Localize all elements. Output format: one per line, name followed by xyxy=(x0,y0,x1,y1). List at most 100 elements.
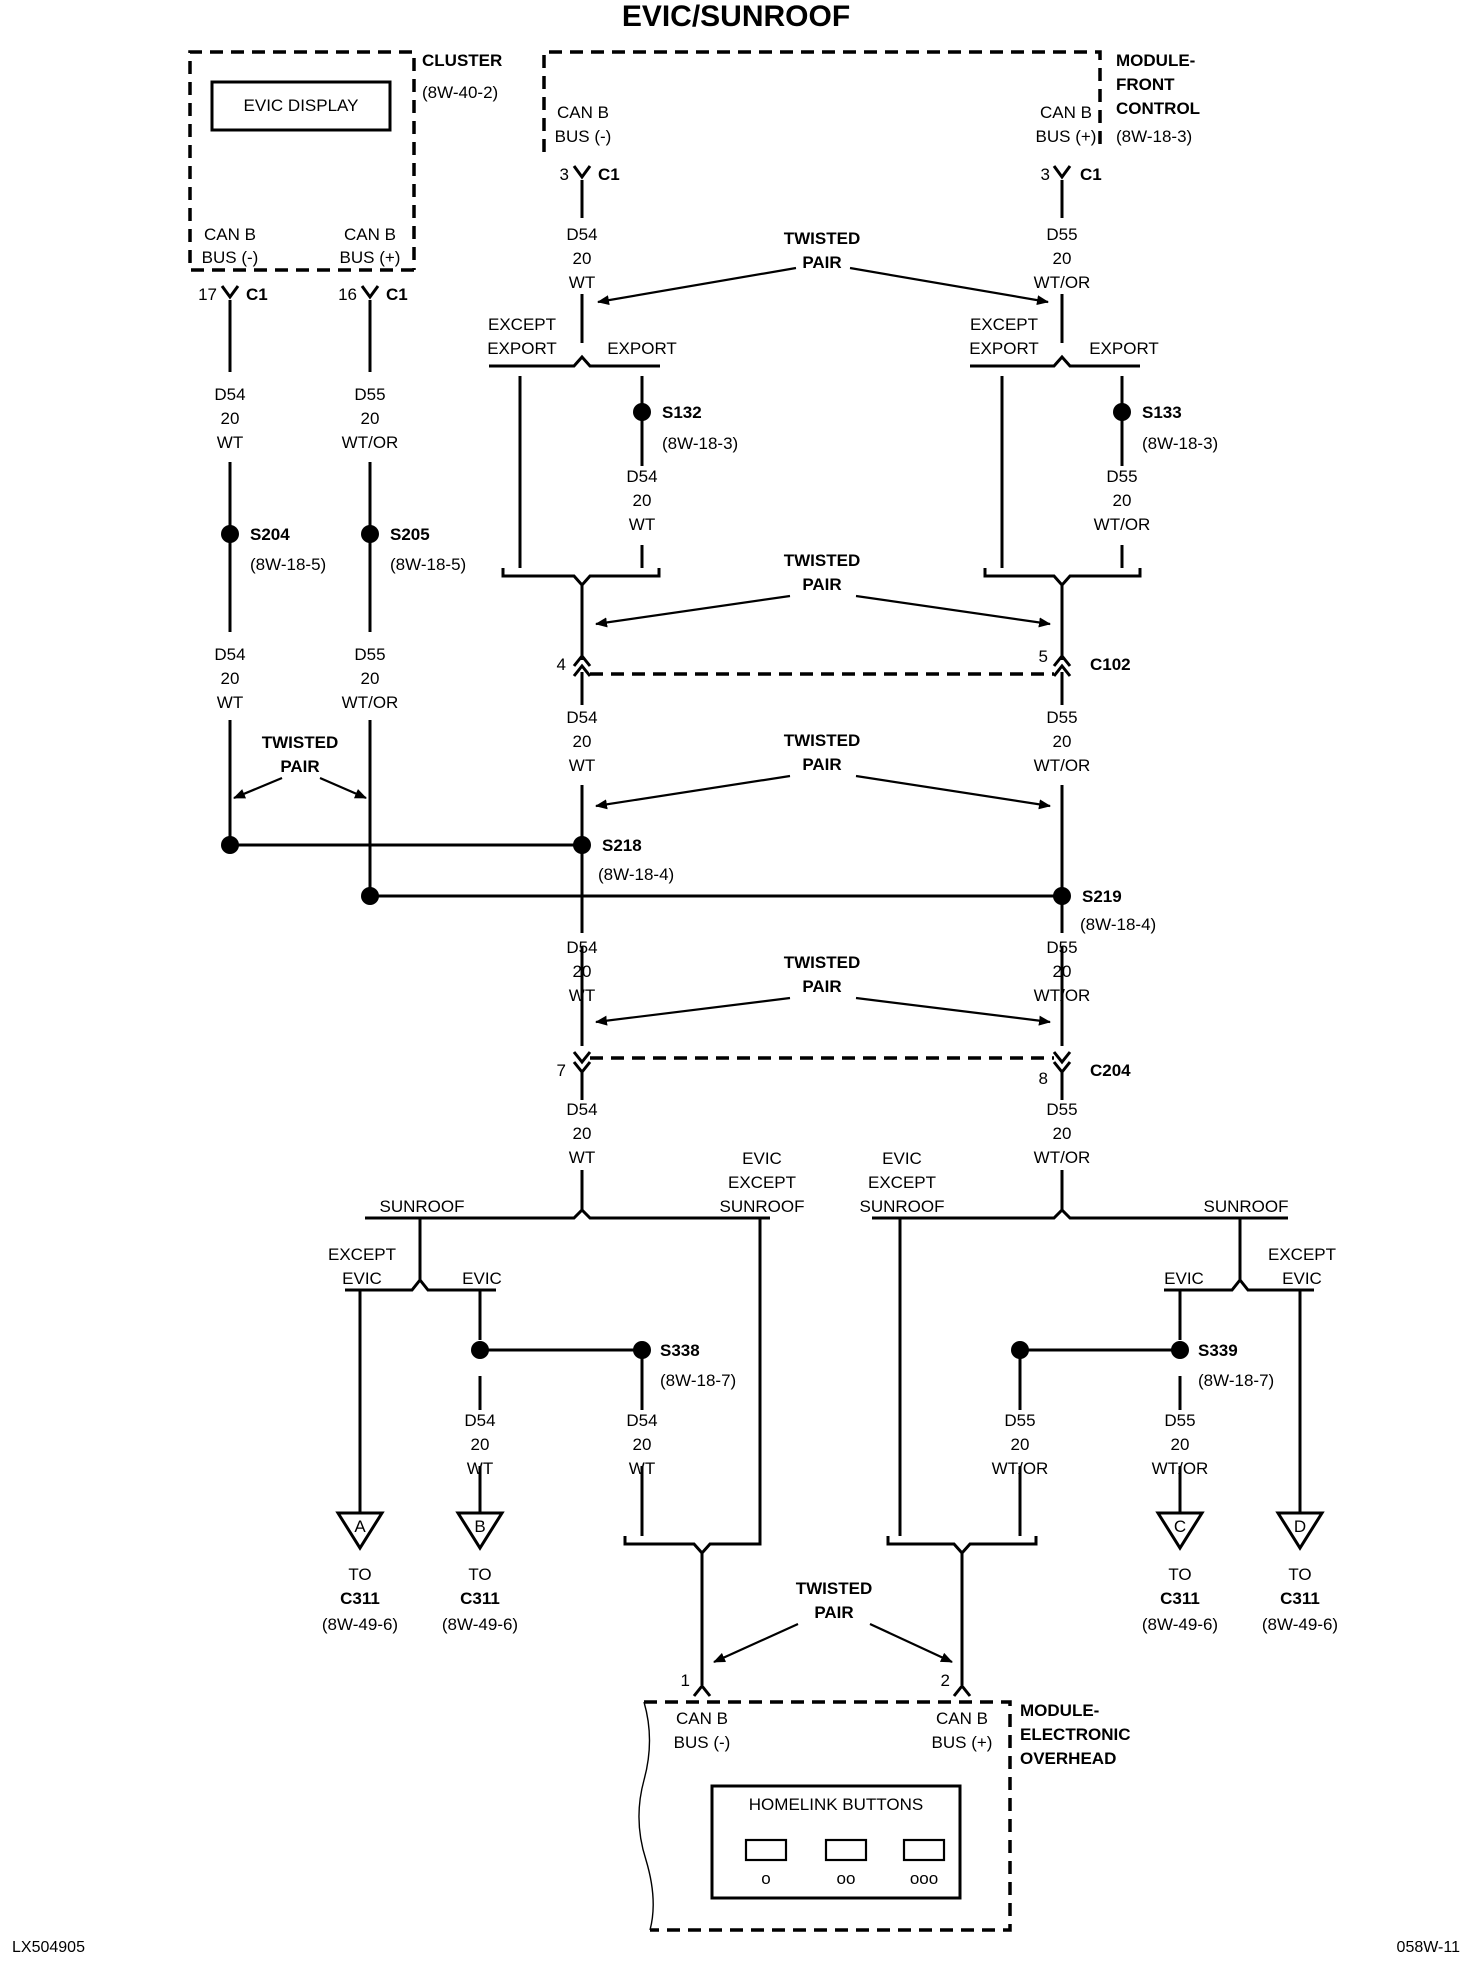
wire-label-circuit: D55 xyxy=(1164,1411,1195,1430)
offpage-to: TO xyxy=(1288,1565,1311,1584)
offpage-triangle xyxy=(455,1511,505,1551)
overhead-pin-pos-line1: CAN B xyxy=(936,1709,988,1728)
homelink-button-2-face xyxy=(824,1838,868,1862)
wire-label-color: WT/OR xyxy=(342,693,399,712)
c204-label: C204 xyxy=(1090,1061,1131,1080)
twisted-pair-label-2: PAIR xyxy=(802,755,841,774)
s204-ref: (8W-18-5) xyxy=(250,555,326,574)
offpage-a[interactable]: A TO C311 (8W-49-6) xyxy=(322,1511,398,1634)
splice-s133-dot xyxy=(1113,403,1131,421)
overhead-name-2: ELECTRONIC xyxy=(1020,1725,1131,1744)
evic-label: EVIC xyxy=(1164,1269,1204,1288)
wire-label-gauge: 20 xyxy=(573,249,592,268)
except-export-label-1: EXCEPT xyxy=(488,315,556,334)
c102-label: C102 xyxy=(1090,655,1131,674)
wire-label-color: WT xyxy=(467,1459,493,1478)
twisted-pair-label-1: TWISTED xyxy=(262,733,339,752)
twisted-pair-label-1: TWISTED xyxy=(784,229,861,248)
cluster-pin-neg-line1: CAN B xyxy=(204,225,256,244)
front-pin-pos-line1: CAN B xyxy=(1040,103,1092,122)
cluster-pin-neg-line2: BUS (-) xyxy=(202,248,259,267)
homelink-button-2[interactable]: oo xyxy=(824,1838,868,1888)
s132-label: S132 xyxy=(662,403,702,422)
splice-s338-dot xyxy=(633,1341,651,1359)
evic-except-sunroof-1: EVIC xyxy=(882,1149,922,1168)
except-export-label-1: EXCEPT xyxy=(970,315,1038,334)
offpage-connectors: A TO C311 (8W-49-6) B TO C311 (8W-49-6) … xyxy=(322,1511,1338,1634)
cluster-ref: (8W-40-2) xyxy=(422,83,498,102)
cluster-pin-pos-line2: BUS (+) xyxy=(340,248,401,267)
overhead-module: CAN B BUS (-) CAN B BUS (+) 1 2 MODULE- … xyxy=(638,1671,1131,1932)
front-pin-pos-line2: BUS (+) xyxy=(1036,127,1097,146)
homelink-button-3-face xyxy=(902,1838,946,1862)
offpage-conn: C311 xyxy=(1160,1589,1200,1608)
sunroof-label: SUNROOF xyxy=(380,1197,465,1216)
s132-ref: (8W-18-3) xyxy=(662,434,738,453)
twisted-pair-label-1: TWISTED xyxy=(784,953,861,972)
offpage-triangle xyxy=(335,1511,385,1551)
s204-label: S204 xyxy=(250,525,290,544)
offpage-to: TO xyxy=(468,1565,491,1584)
footer-left-code: LX504905 xyxy=(12,1939,85,1956)
offpage-b[interactable]: B TO C311 (8W-49-6) xyxy=(442,1511,518,1634)
wire-label-gauge: 20 xyxy=(221,409,240,428)
twisted-pair-label-2: PAIR xyxy=(814,1603,853,1622)
except-evic-label-2: EVIC xyxy=(342,1269,382,1288)
offpage-to: TO xyxy=(1168,1565,1191,1584)
except-evic-label-1: EXCEPT xyxy=(328,1245,396,1264)
cluster-pin-pos-line1: CAN B xyxy=(344,225,396,244)
wire-label-color: WT/OR xyxy=(1152,1459,1209,1478)
wire-label-gauge: 20 xyxy=(221,669,240,688)
overhead-box-cut-edge xyxy=(638,1701,654,1931)
c102-pin-left: 4 xyxy=(557,655,566,674)
front-conn-c1-right: C1 xyxy=(1080,165,1102,184)
splice-s205-dot xyxy=(361,525,379,543)
evic-display-box xyxy=(210,80,392,132)
wire-label-gauge: 20 xyxy=(573,732,592,751)
splice-evic-right-dot xyxy=(1011,1341,1029,1359)
offpage-to: TO xyxy=(348,1565,371,1584)
twisted-pair-label-2: PAIR xyxy=(802,253,841,272)
except-evic-label-2: EVIC xyxy=(1282,1269,1322,1288)
cluster-pin-16: 16 xyxy=(338,285,357,304)
front-control-name-2: FRONT xyxy=(1116,75,1175,94)
c204-pin-left: 7 xyxy=(557,1061,566,1080)
s219-label: S219 xyxy=(1082,887,1122,906)
cluster-conn-c1-right: C1 xyxy=(386,285,408,304)
wire-label-gauge: 20 xyxy=(573,1124,592,1143)
wire-label-circuit: D55 xyxy=(1046,1100,1077,1119)
wire-label-circuit: D55 xyxy=(1046,938,1077,957)
wire-label-gauge: 20 xyxy=(1053,732,1072,751)
front-pin-3: 3 xyxy=(560,165,569,184)
offpage-d[interactable]: D TO C311 (8W-49-6) xyxy=(1262,1511,1338,1634)
s218-ref: (8W-18-4) xyxy=(598,865,674,884)
wire-label-color: WT xyxy=(569,756,595,775)
homelink-button-1[interactable]: o xyxy=(744,1838,788,1888)
homelink-button-3[interactable]: ooo xyxy=(902,1838,946,1888)
front-control-name-1: MODULE- xyxy=(1116,51,1195,70)
wire-label-color: WT xyxy=(569,273,595,292)
wire-label-color: WT/OR xyxy=(1034,986,1091,1005)
offpage-triangle xyxy=(1155,1511,1205,1551)
evic-except-sunroof-2: EXCEPT xyxy=(728,1173,796,1192)
splice-s204-dot xyxy=(221,525,239,543)
splice-s339-dot xyxy=(1171,1341,1189,1359)
twisted-pair-label-2: PAIR xyxy=(802,977,841,996)
wire-label-color: WT/OR xyxy=(1034,756,1091,775)
wire-label-gauge: 20 xyxy=(1113,491,1132,510)
front-control-ref: (8W-18-3) xyxy=(1116,127,1192,146)
cluster-pin-17: 17 xyxy=(198,285,217,304)
front-pin-neg-line2: BUS (-) xyxy=(555,127,612,146)
offpage-letter: D xyxy=(1294,1517,1306,1536)
twisted-pair-callouts: TWISTED PAIR TWISTED PAIR TWISTED PAIR T… xyxy=(233,229,1051,1664)
offpage-c[interactable]: C TO C311 (8W-49-6) xyxy=(1142,1511,1218,1634)
s133-label: S133 xyxy=(1142,403,1182,422)
wire-label-circuit: D55 xyxy=(1046,225,1077,244)
wire-label-color: WT/OR xyxy=(1094,515,1151,534)
twisted-pair-label-1: TWISTED xyxy=(784,551,861,570)
cluster-box xyxy=(188,50,416,272)
cluster-conn-c1-left: C1 xyxy=(246,285,268,304)
splice-cluster-neg-dot xyxy=(221,836,239,854)
wire-label-circuit: D55 xyxy=(1046,708,1077,727)
